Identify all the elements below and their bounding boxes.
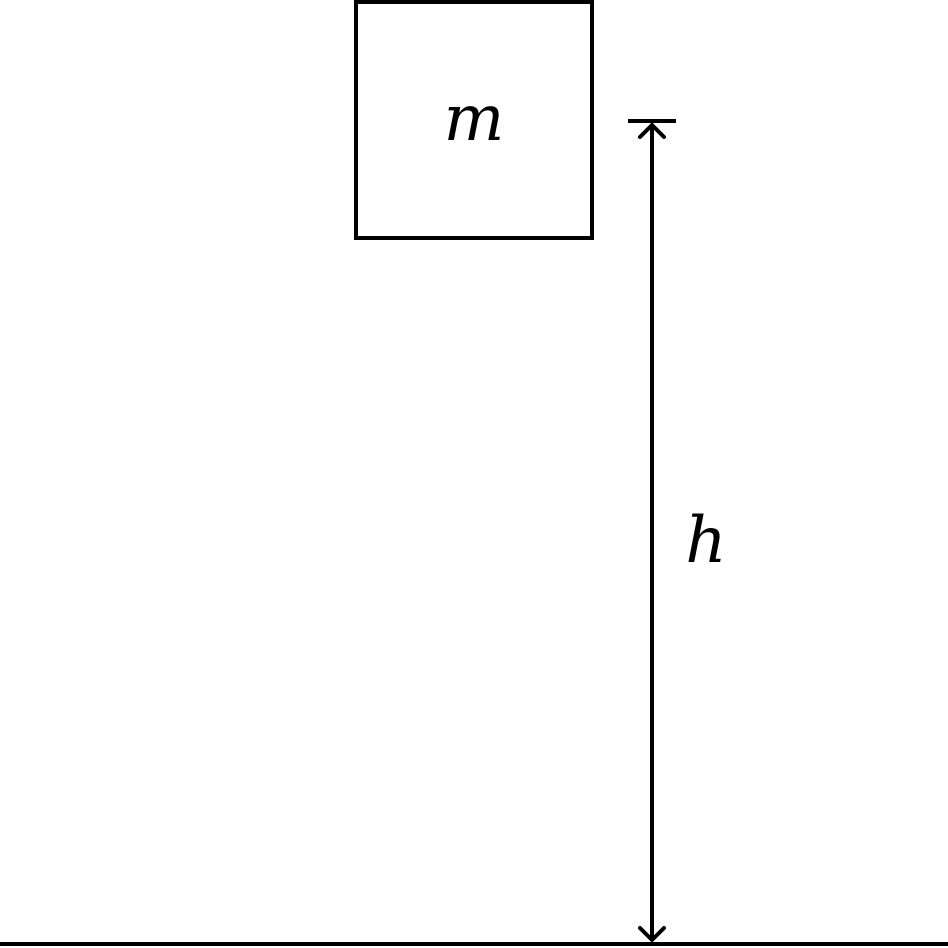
mass-label: m — [444, 82, 505, 156]
height-arrowhead-bottom — [638, 926, 666, 942]
mass-block — [354, 0, 594, 240]
height-arrowhead-top — [638, 123, 666, 139]
height-label: h — [685, 504, 726, 578]
